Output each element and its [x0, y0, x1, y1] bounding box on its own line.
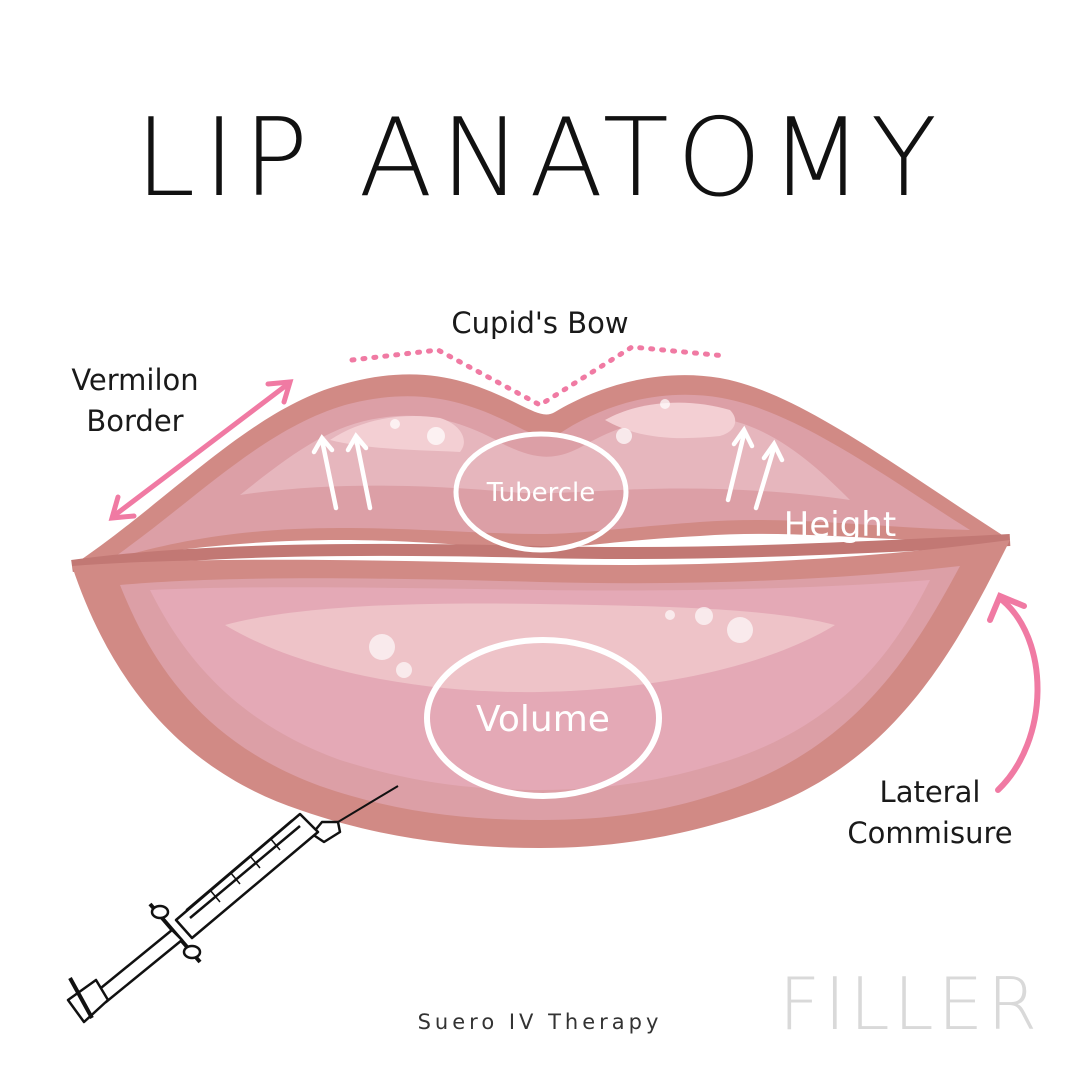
highlight-dot	[727, 617, 753, 643]
vermilion-border-label: Vermilon Border	[71, 363, 199, 438]
height-label: Height	[783, 505, 897, 545]
tubercle-ellipse	[453, 431, 629, 553]
tubercle-label: Tubercle	[486, 478, 596, 508]
highlight-dot	[665, 610, 675, 620]
highlight-dot	[616, 428, 632, 444]
cupids-bow-dotted-line	[349, 344, 729, 408]
highlight-dot	[427, 427, 445, 445]
highlight-dot	[660, 399, 670, 409]
height-arrows-icon	[311, 425, 785, 511]
upper-lip	[71, 374, 1011, 572]
highlight-dot	[369, 634, 395, 660]
cupids-bow-label: Cupid's Bow	[451, 306, 629, 340]
volume-ellipse	[424, 637, 662, 799]
filler-watermark: FILLER	[778, 962, 1042, 1046]
highlight-dot	[695, 607, 713, 625]
highlight-dot	[396, 662, 412, 678]
page-title: LIP ANATOMY	[135, 96, 945, 221]
lower-lip-highlight	[225, 603, 835, 693]
highlight-dot	[390, 419, 400, 429]
lower-lip	[72, 540, 1010, 848]
lateral-commissure-arrow-icon	[987, 592, 1041, 793]
syringe-icon	[66, 785, 399, 1024]
volume-label: Volume	[476, 699, 610, 740]
lateral-commissure-label: Lateral Commisure	[847, 775, 1013, 850]
vermilion-double-arrow-icon	[108, 379, 294, 521]
footer-brand: Suero IV Therapy	[417, 1010, 663, 1034]
